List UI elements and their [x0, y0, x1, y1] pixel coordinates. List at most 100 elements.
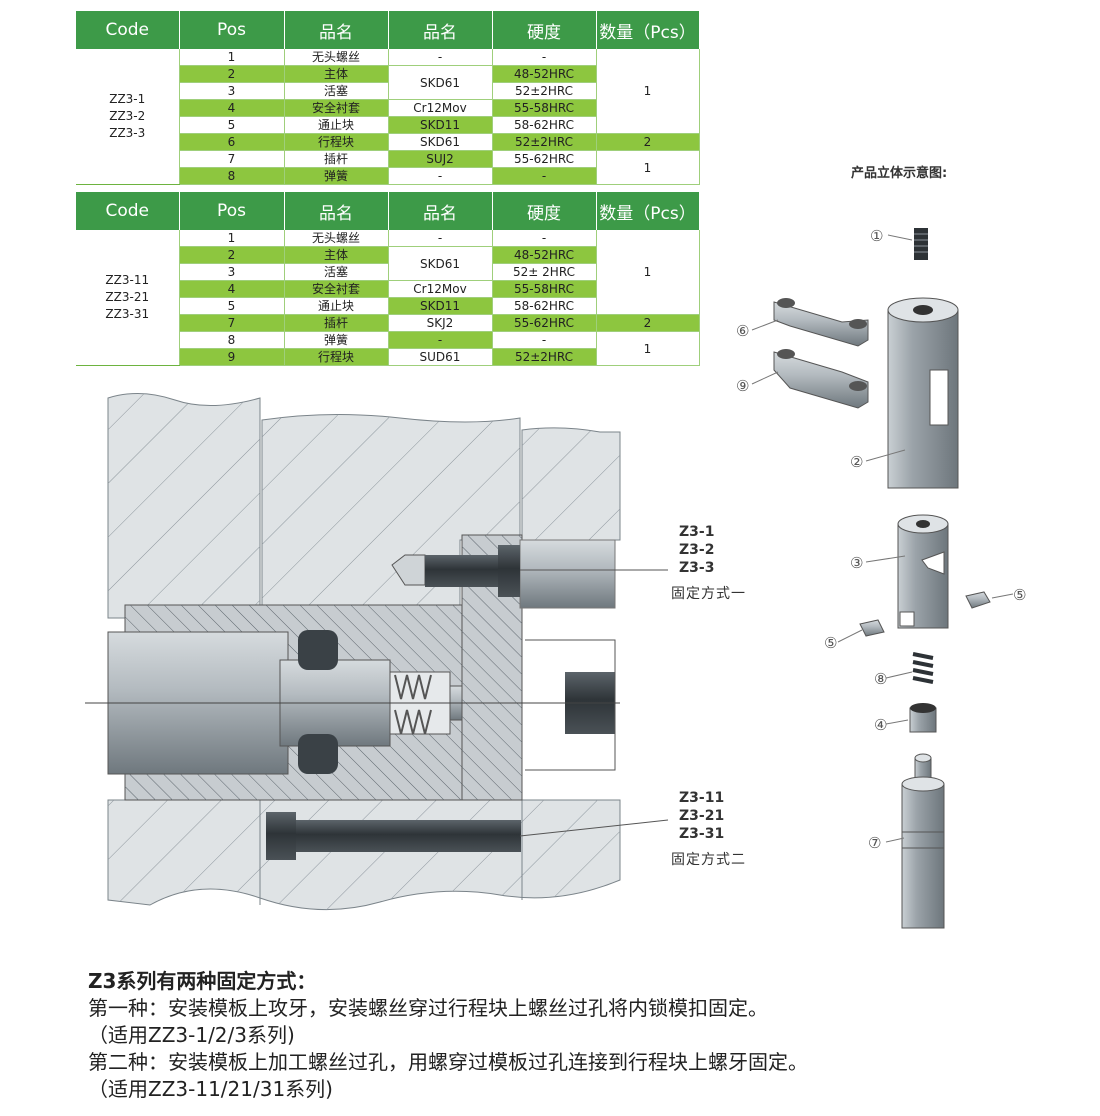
hardness-cell: -: [492, 331, 597, 349]
header-hardness: 硬度: [492, 11, 597, 49]
table-row: 8 弹簧 - - 1: [76, 331, 700, 366]
name-cell: 弹簧: [284, 167, 389, 185]
callout-code: Z3-2: [679, 542, 715, 558]
name-cell: 主体: [284, 246, 389, 264]
code-line: ZZ3-1: [109, 92, 146, 106]
pos-cell: 5: [179, 116, 285, 134]
hardness-cell: 58-62HRC: [492, 297, 597, 315]
spec-table-2: Code Pos 品名 品名 硬度 数量（Pcs） ZZ3-11 ZZ3-21 …: [76, 192, 700, 366]
header-name: 品名: [284, 11, 389, 49]
material-cell: Cr12Mov: [388, 99, 493, 117]
pos-cell: 8: [179, 331, 285, 349]
table-row: 7 插杆 SUJ2 55-62HRC 1: [76, 150, 700, 185]
callout-code: Z3-3: [679, 560, 715, 576]
name-cell: 活塞: [284, 82, 389, 100]
code-line: ZZ3-31: [105, 307, 150, 321]
hardness-cell: -: [492, 230, 597, 247]
table-row: 4 安全衬套 Cr12Mov 55-58HRC: [76, 99, 699, 117]
part-number-2: ②: [850, 453, 863, 471]
code-line: ZZ3-3: [109, 126, 146, 140]
table-header-row: Code Pos 品名 品名 硬度 数量（Pcs）: [76, 11, 700, 49]
callout-code: Z3-21: [679, 808, 725, 824]
notes-line: （适用ZZ3-1/2/3系列): [88, 1023, 295, 1047]
qty-cell: 1: [596, 150, 700, 185]
callout-method-1: Z3-1 Z3-2 Z3-3 固定方式一: [671, 523, 746, 603]
header-code: Code: [76, 11, 180, 49]
code-line: ZZ3-2: [109, 109, 146, 123]
pos-cell: 2: [179, 65, 285, 83]
pos-cell: 4: [179, 99, 285, 117]
pos-cell: 8: [179, 167, 285, 185]
name-cell: 安全衬套: [284, 280, 389, 298]
part-number-5a: ⑤: [1013, 586, 1026, 604]
material-cell: SUJ2: [388, 150, 493, 168]
part-number-7: ⑦: [868, 834, 881, 852]
qty-cell: 1: [596, 331, 700, 366]
part-number-4: ④: [874, 716, 887, 734]
name-cell: 活塞: [284, 263, 389, 281]
table-row: ZZ3-1 ZZ3-2 ZZ3-3 1 无头螺丝 - - 1: [76, 49, 700, 185]
qty-cell: 1: [596, 230, 700, 315]
part-number-6: ⑥: [736, 322, 749, 340]
name-cell: 插杆: [284, 150, 389, 168]
name-cell: 插杆: [284, 314, 389, 332]
table-row: 5 通止块 SKD11 58-62HRC: [76, 297, 699, 315]
pos-cell: 7: [179, 314, 285, 332]
part-number-8: ⑧: [874, 670, 887, 688]
table-row: 5 通止块 SKD11 58-62HRC: [76, 116, 699, 134]
part-number-labels: ① ⑥ ⑨ ② ③ ⑤ ⑤ ⑧ ④ ⑦: [736, 227, 1026, 852]
hardness-cell: 58-62HRC: [492, 116, 597, 134]
name-cell: 主体: [284, 65, 389, 83]
material-cell: Cr12Mov: [388, 280, 493, 298]
hardness-cell: 52±2HRC: [492, 82, 597, 100]
pos-cell: 7: [179, 150, 285, 168]
name-cell: 弹簧: [284, 331, 389, 349]
qty-cell: 2: [596, 133, 700, 151]
pos-cell: 1: [179, 49, 285, 66]
qty-cell: 2: [596, 314, 700, 332]
notes-line: （适用ZZ3-11/21/31系列): [88, 1077, 333, 1101]
callout-method-2: Z3-11 Z3-21 Z3-31 固定方式二: [671, 789, 746, 869]
notes-line: 第一种：安装模板上攻牙，安装螺丝穿过行程块上螺丝过孔将内锁模扣固定。: [88, 996, 768, 1020]
part-number-3: ③: [850, 554, 863, 572]
header-qty: 数量（Pcs）: [596, 192, 700, 230]
spec-table-1: Code Pos 品名 品名 硬度 数量（Pcs） ZZ3-1 ZZ3-2 ZZ…: [76, 11, 700, 185]
pos-cell: 4: [179, 280, 285, 298]
callout-code: Z3-31: [679, 826, 725, 842]
pos-cell: 5: [179, 297, 285, 315]
table-row: 2 主体 SKD61 48-52HRC: [76, 65, 699, 100]
table-row: 3 活塞 52±2HRC: [76, 82, 699, 100]
pos-cell: 3: [179, 263, 285, 281]
notes-line: 第二种：安装模板上加工螺丝过孔，用螺穿过模板过孔连接到行程块上螺牙固定。: [88, 1050, 808, 1074]
code-cell: ZZ3-11 ZZ3-21 ZZ3-31: [76, 230, 180, 366]
callout-code: Z3-1: [679, 524, 715, 540]
part-number-1: ①: [870, 227, 883, 245]
pos-cell: 6: [179, 133, 285, 151]
code-line: ZZ3-21: [105, 290, 150, 304]
header-material: 品名: [388, 192, 493, 230]
hardness-cell: 55-62HRC: [492, 150, 597, 168]
table-row: 4 安全衬套 Cr12Mov 55-58HRC: [76, 280, 699, 298]
pos-cell: 9: [179, 348, 285, 366]
code-line: ZZ3-11: [105, 273, 150, 287]
callout-method-label: 固定方式一: [671, 586, 746, 602]
hardness-cell: 52±2HRC: [492, 348, 597, 366]
hardness-cell: 55-62HRC: [492, 314, 597, 332]
diagram-title: 产品立体示意图:: [851, 166, 948, 181]
header-pos: Pos: [179, 11, 285, 49]
callout-method-label: 固定方式二: [671, 852, 746, 868]
pos-cell: 3: [179, 82, 285, 100]
hardness-cell: 55-58HRC: [492, 280, 597, 298]
material-cell: SKD61: [388, 133, 493, 151]
hardness-cell: 55-58HRC: [492, 99, 597, 117]
notes-heading: Z3系列有两种固定方式：: [88, 969, 317, 993]
table-row: ZZ3-11 ZZ3-21 ZZ3-31 1 无头螺丝 - - 1: [76, 230, 700, 366]
material-cell: -: [388, 230, 493, 247]
material-cell: -: [388, 49, 493, 66]
name-cell: 行程块: [284, 348, 389, 366]
header-material: 品名: [388, 11, 493, 49]
table-row: 8 弹簧 - -: [76, 167, 699, 185]
code-cell: ZZ3-1 ZZ3-2 ZZ3-3: [76, 49, 180, 185]
material-cell: -: [388, 167, 493, 185]
